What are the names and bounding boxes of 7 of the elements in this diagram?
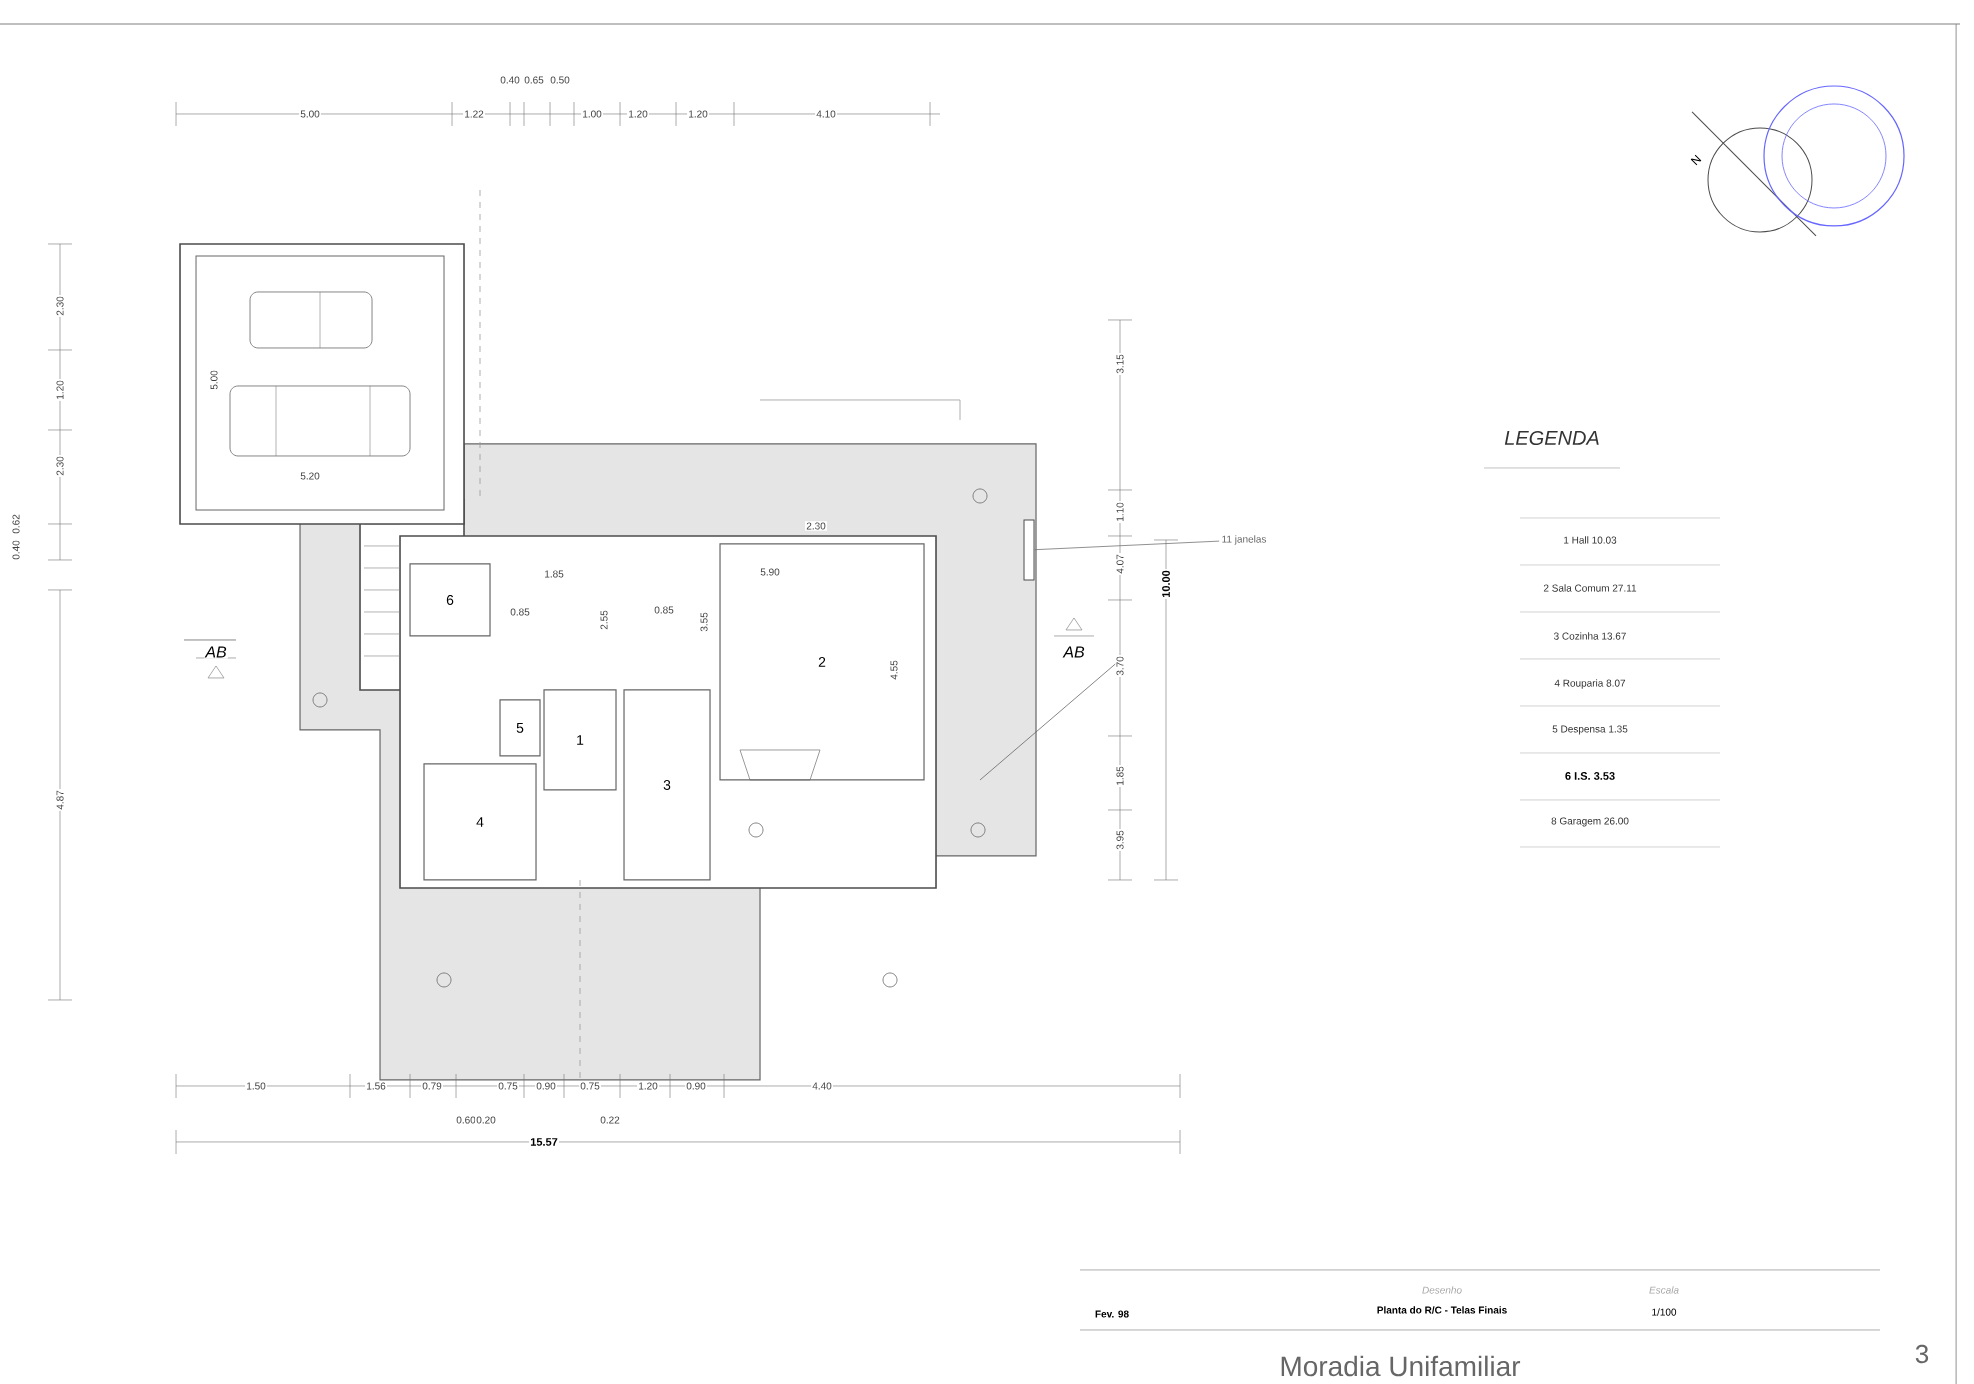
window-symbol	[1023, 519, 1035, 581]
section-mark-label: AB	[204, 645, 228, 659]
leader-line	[1034, 540, 1220, 551]
legend-heading: LEGENDA	[1503, 429, 1601, 447]
drawing-title: Moradia Unifamiliar	[1281, 1355, 1521, 1377]
section-mark-label: AB	[1062, 645, 1086, 659]
sheet-number: 3	[1913, 1343, 1931, 1365]
